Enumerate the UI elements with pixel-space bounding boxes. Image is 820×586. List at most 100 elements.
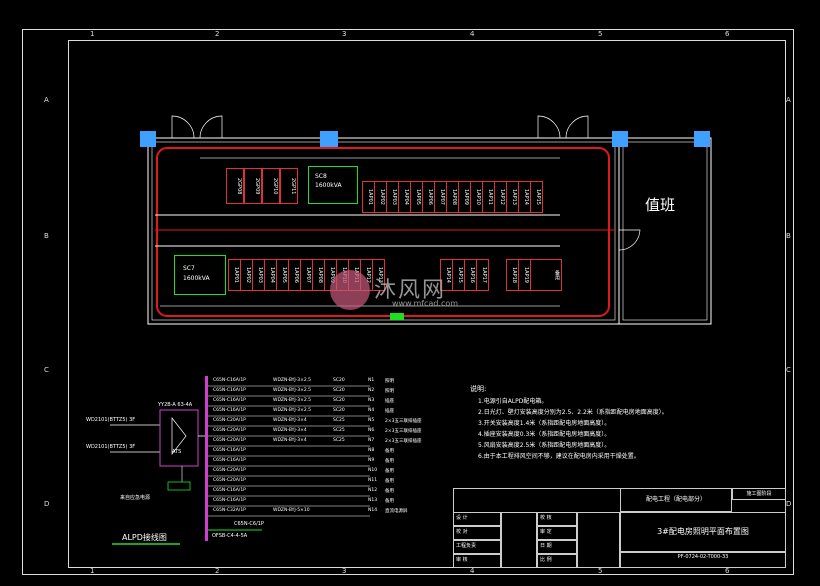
transformer-sc7: SC7 1600kVA	[174, 255, 226, 295]
circuit-use: 备用	[385, 489, 394, 494]
cabinet-2gp09: 2GP09	[244, 168, 262, 204]
grid-top-4: 4	[470, 30, 475, 38]
circuit-breaker: C65N-C16A/1P	[213, 488, 246, 493]
tb-left-value	[501, 512, 537, 568]
transformer-sc7-name: SC7	[183, 265, 195, 272]
tb-stage: 施工图阶段	[732, 488, 786, 500]
circuit-cable: WDZN-BYJ-3×2.5	[273, 398, 311, 403]
transformer-sc8-rating: 1600kVA	[315, 182, 342, 189]
circuit-use: 2×3五三联排插座	[385, 429, 422, 434]
tb-mid-row: 校 核	[537, 512, 577, 526]
circuit-id: N1	[368, 378, 375, 383]
circuit-id: N4	[368, 408, 375, 413]
grid-right-A: A	[786, 96, 791, 104]
circuit-breaker: C65N-C16A/1P	[213, 378, 246, 383]
ats-label: ATS	[172, 449, 182, 455]
circuit-cable: WDZN-BYJ-3×4	[273, 428, 307, 433]
cabinet-lower: 备用	[530, 259, 562, 291]
duty-room-label: 值班	[645, 196, 676, 214]
tb-mid-value	[577, 512, 620, 568]
grid-right-C: C	[786, 366, 791, 374]
tb-drawing-no: PF-0724-02-T000-33	[620, 552, 786, 568]
tb-drawing-name: 3#配电房照明平面布置图	[620, 512, 786, 552]
wiring-diagram-title: ALPD接线图	[122, 533, 167, 542]
tb-project: 配电工程（配电部分）	[620, 488, 732, 512]
circuit-use: 备用	[385, 449, 394, 454]
bottom-ref-label-2: OFSB-C4-4-5A	[212, 533, 248, 539]
grid-bottom-4: 4	[470, 567, 475, 575]
circuit-id: N8	[368, 448, 375, 453]
circuit-breaker: C65N-C20A/1P	[213, 468, 246, 473]
circuit-id: N14	[368, 508, 378, 513]
grid-bottom-5: 5	[598, 567, 603, 575]
circuit-cable: WDZN-BYJ-3×4	[273, 418, 307, 423]
outer-border	[22, 29, 794, 575]
circuit-use: 插座	[385, 409, 394, 414]
circuit-pipe: SC25	[333, 438, 345, 443]
grid-bottom-2: 2	[215, 567, 220, 575]
circuit-breaker: C65N-C16A/1P	[213, 498, 246, 503]
bottom-ref-label: C65N-C6/1P	[234, 521, 264, 527]
circuit-use: 备用	[385, 499, 394, 504]
ats-top-label: YY2B-A 63-4A	[158, 402, 193, 408]
circuit-use: 照明	[385, 389, 394, 394]
circuit-id: N3	[368, 398, 375, 403]
supply-1-label: WD2101(BTTZ5) 3F	[86, 417, 136, 423]
circuit-breaker: C65N-C16A/1P	[213, 448, 246, 453]
grid-top-2: 2	[215, 30, 220, 38]
circuit-breaker: C65N-C16A/1P	[213, 458, 246, 463]
notes-heading: 说明:	[470, 385, 487, 393]
transformer-sc8-name: SC8	[315, 173, 327, 180]
watermark-brand: 沐风网	[374, 278, 447, 303]
circuit-use: 插座	[385, 399, 394, 404]
tb-left-row: 设 计	[453, 512, 501, 526]
circuit-use: 备用	[385, 469, 394, 474]
watermark-url: www.mfcad.com	[392, 299, 459, 308]
circuit-id: N12	[368, 488, 378, 493]
circuit-id: N11	[368, 478, 378, 483]
watermark-logo	[330, 270, 370, 310]
circuit-use: 照明	[385, 379, 394, 384]
circuit-cable: WDZN-BYJ-3×2.5	[273, 388, 311, 393]
cabinet-lower: 1AP13	[372, 259, 385, 291]
circuit-use: 备用	[385, 459, 394, 464]
grid-right-D: D	[786, 500, 792, 508]
grid-bottom-1: 1	[90, 567, 95, 575]
cabinet-2gp10: 2GP10	[262, 168, 280, 204]
circuit-id: N10	[368, 468, 378, 473]
tb-left-row: 审 核	[453, 554, 501, 568]
cabinet-2gp11: 2GP11	[280, 168, 298, 204]
cabinet-upper: 1AP15	[530, 181, 543, 213]
circuit-id: N5	[368, 418, 375, 423]
transformer-sc8: SC8 1600kVA	[308, 166, 358, 204]
circuit-breaker: C65N-C32A/1P	[213, 508, 246, 513]
circuit-id: N2	[368, 388, 375, 393]
circuit-pipe: SC20	[333, 378, 345, 383]
circuit-id: N7	[368, 438, 375, 443]
circuit-breaker: C65N-C20A/1P	[213, 418, 246, 423]
note-item: 5.风扇安装高度2.5米（系指距配电房地面高度）。	[478, 442, 611, 449]
emergency-note: 来自应急电源	[120, 495, 151, 501]
circuit-breaker: C65N-C16A/1P	[213, 408, 246, 413]
circuit-breaker: C65N-C20A/1P	[213, 478, 246, 483]
circuit-breaker: C65N-C20A/1P	[213, 428, 246, 433]
grid-top-1: 1	[90, 30, 95, 38]
circuit-id: N9	[368, 458, 375, 463]
circuit-pipe: SC20	[333, 398, 345, 403]
grid-left-A: A	[44, 96, 49, 104]
grid-left-B: B	[44, 232, 49, 240]
circuit-pipe: SC20	[333, 408, 345, 413]
grid-top-5: 5	[598, 30, 603, 38]
transformer-sc7-rating: 1600kVA	[183, 275, 210, 282]
circuit-cable: WDZN-BYJ-5×10	[273, 508, 310, 513]
grid-right-B: B	[786, 232, 791, 240]
note-item: 2.日光灯、壁灯安装高度分别为2.5、2.2米（系指距配电房地面高度）。	[478, 409, 668, 416]
circuit-pipe: SC25	[333, 418, 345, 423]
cabinet-lower: 1AP17	[476, 259, 489, 291]
circuit-breaker: C65N-C20A/1P	[213, 438, 246, 443]
note-item: 6.由于本工程排风空间不够，建议在配电房内采用干燥处置。	[478, 453, 640, 460]
tb-left-row: 工程负责	[453, 540, 501, 554]
cabinet-2gp08: 2GP08	[226, 168, 244, 204]
